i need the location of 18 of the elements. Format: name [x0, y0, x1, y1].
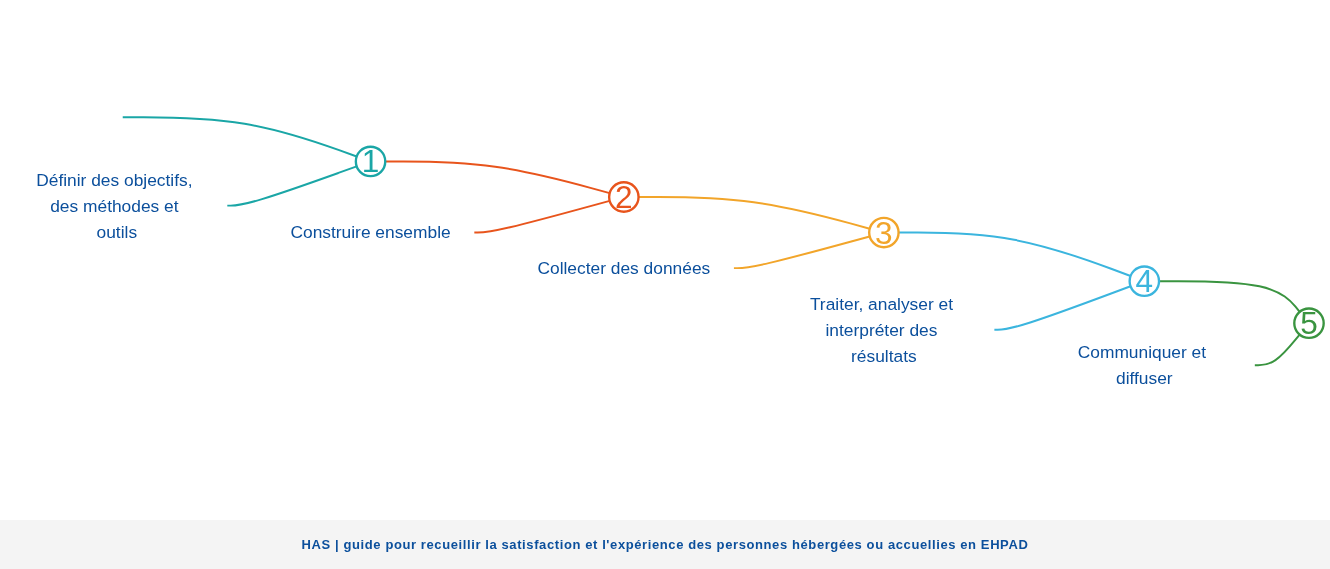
- node-circle: 4: [1128, 265, 1161, 298]
- connector: [993, 285, 1132, 331]
- node-text: Collecter des données: [537, 258, 711, 279]
- node-text: Construire ensemble: [290, 222, 451, 243]
- node-text: Communiquer et diffuser: [1077, 342, 1207, 389]
- node-circle: 2: [607, 181, 640, 214]
- connector: [732, 235, 871, 270]
- node-circle: 5: [1293, 307, 1325, 340]
- connector: [384, 160, 611, 195]
- node-circle: 1: [354, 145, 387, 178]
- connector: [226, 165, 358, 207]
- node-text: Définir des objectifs, des méthodes et outils: [36, 169, 193, 242]
- footer-text: HAS | guide pour recueillir la satisfaction et l'expérience des personnes hébergées ou accuellies en EHPAD: [301, 537, 1029, 552]
- connector: [1253, 333, 1301, 367]
- connector: [121, 116, 358, 158]
- node-text: Traiter, analyser et interpréter des résultats: [809, 294, 954, 366]
- node-circle: 3: [868, 216, 900, 249]
- connector: [1158, 280, 1301, 314]
